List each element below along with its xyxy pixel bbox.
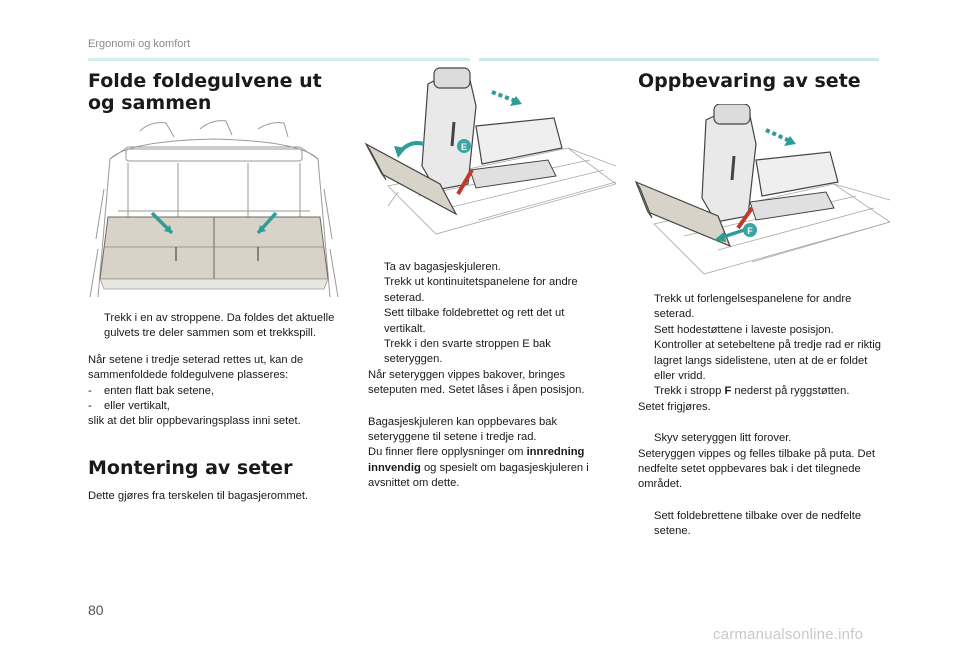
instruction-text: Sett foldebrettene tilbake over de nedfe… — [654, 509, 862, 538]
paragraph: Når setene i tredje seterad rettes ut, k… — [88, 353, 304, 382]
paragraph: slik at det blir oppbevaringsplass inni … — [88, 415, 301, 428]
list-item: Trekk ut forlengelsespanelene for andre … — [638, 292, 884, 323]
list-item: Kontroller at setebeltene på tredje rad … — [638, 338, 884, 384]
list-item: Trekk i en av stroppene. Da foldes det a… — [88, 311, 338, 342]
list-item: Trekk i stropp F nederst på ryggstøtten. — [638, 384, 884, 399]
list-item: Sett tilbake foldebrettet og rett det ut… — [368, 306, 600, 337]
paragraph: Bagasjeskjuleren kan oppbevares bak sete… — [368, 415, 558, 444]
dash-marker: - — [88, 400, 92, 413]
section-header: Ergonomi og komfort — [88, 38, 191, 50]
list-item: Sett foldebrettene tilbake over de nedfe… — [638, 509, 884, 540]
instruction-text: Trekk ut kontinuitetspanelene for andre … — [384, 276, 578, 304]
list-item: Skyv seteryggen litt forover. — [638, 431, 884, 446]
list-item: Trekk ut kontinuitetspanelene for andre … — [368, 275, 600, 306]
header-rule-left — [88, 58, 470, 61]
watermark-text: carmanualsonline.info — [713, 626, 864, 643]
instruction-text: Trekk i den svarte stroppen E bak setery… — [384, 338, 551, 366]
instruction-text: Skyv seteryggen litt forover. — [654, 432, 792, 445]
dash-marker: - — [88, 384, 92, 397]
paragraph: Seteryggen vippes og felles tilbake på p… — [638, 447, 875, 491]
label-f: F — [747, 226, 753, 236]
section-title-seat-mounting: Montering av seter — [88, 457, 293, 479]
list-item: Ta av bagasjeskjuleren. — [368, 260, 600, 275]
instruction-text: Trekk i stropp F nederst på ryggstøtten. — [654, 385, 850, 398]
paragraph: Dette gjøres fra terskelen til bagasjero… — [88, 490, 309, 502]
section-title-folding-floors: Folde foldegulvene ut og sammen — [88, 70, 322, 114]
list-item: Trekk i den svarte stroppen E bak setery… — [368, 337, 600, 368]
list-text: eller vertikalt, — [104, 400, 170, 413]
seat-unfold-illustration: E — [364, 67, 616, 235]
section-title-seat-storage: Oppbevaring av sete — [638, 70, 861, 92]
trunk-illustration — [88, 119, 340, 298]
list-item: Sett hodestøttene i laveste posisjon. — [638, 323, 884, 338]
seat-stow-illustration: F — [634, 104, 890, 275]
instruction-text: Kontroller at setebeltene på tredje rad … — [654, 339, 881, 383]
page-number: 80 — [88, 602, 104, 618]
header-rule-right — [479, 58, 879, 61]
label-e: E — [461, 142, 467, 152]
list-item: - eller vertikalt, — [88, 399, 338, 414]
paragraph: Setet frigjøres. — [638, 400, 711, 413]
paragraph: Du finner flere opplysninger om innredni… — [368, 446, 589, 490]
instruction-text: Trekk i en av stroppene. Da foldes det a… — [104, 312, 335, 340]
instruction-text: Ta av bagasjeskjuleren. — [384, 261, 501, 273]
instruction-text: Sett hodestøttene i laveste posisjon. — [654, 323, 834, 336]
list-text: enten flatt bak setene, — [104, 384, 215, 397]
instruction-text: Sett tilbake foldebrettet og rett det ut… — [384, 307, 565, 335]
instruction-text: Trekk ut forlengelsespanelene for andre … — [654, 293, 852, 321]
paragraph: Når seteryggen vippes bakover, bringes s… — [368, 368, 585, 397]
list-item: - enten flatt bak setene, — [88, 384, 338, 399]
